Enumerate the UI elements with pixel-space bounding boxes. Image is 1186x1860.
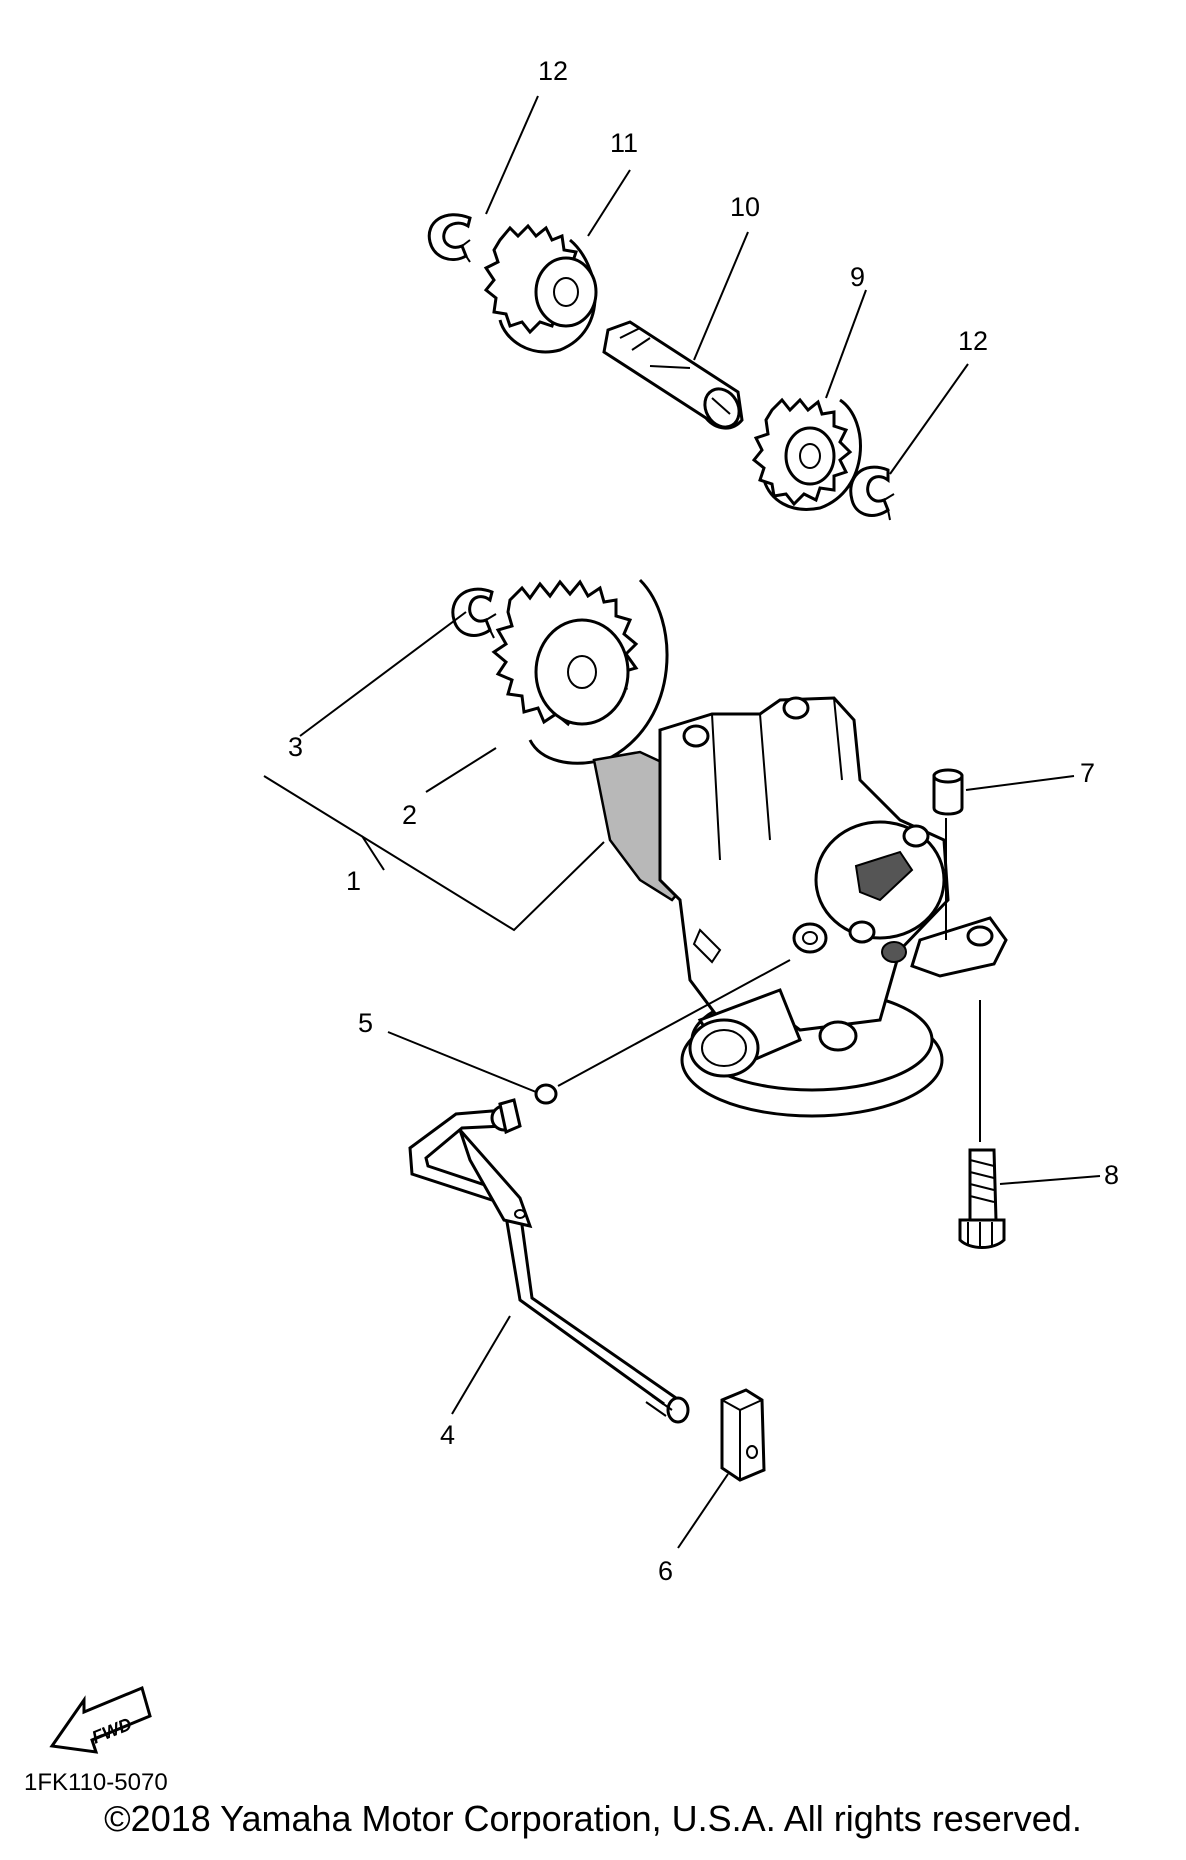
callout-7: 7 bbox=[1080, 758, 1095, 788]
callout-10: 10 bbox=[730, 192, 760, 222]
o-ring-5 bbox=[534, 1083, 558, 1105]
pipe-4 bbox=[408, 1098, 690, 1424]
leader-lines bbox=[263, 95, 1101, 1549]
gear-9 bbox=[751, 397, 862, 511]
gear-11 bbox=[483, 223, 598, 354]
shaft-10 bbox=[602, 320, 744, 430]
callout-4: 4 bbox=[440, 1420, 455, 1450]
circlip-3 bbox=[451, 587, 497, 639]
callout-8: 8 bbox=[1104, 1160, 1119, 1190]
callout-labels: 12 11 10 9 12 3 2 1 5 7 8 4 6 bbox=[288, 56, 1119, 1586]
callout-2: 2 bbox=[402, 800, 417, 830]
dowel-pin-7 bbox=[932, 768, 964, 816]
copyright-text: ©2018 Yamaha Motor Corporation, U.S.A. A… bbox=[104, 1798, 1082, 1839]
bolt-8 bbox=[958, 1148, 1006, 1249]
callout-3: 3 bbox=[288, 732, 303, 762]
fwd-arrow-icon: FWD bbox=[49, 1685, 152, 1754]
callout-9: 9 bbox=[850, 262, 865, 292]
callout-11: 11 bbox=[610, 128, 638, 158]
callout-1: 1 bbox=[346, 866, 361, 896]
callout-5: 5 bbox=[358, 1008, 373, 1038]
callout-12-top: 12 bbox=[538, 56, 568, 86]
block-6 bbox=[720, 1388, 766, 1482]
diagram-code: 1FK110-5070 bbox=[24, 1769, 168, 1796]
circlip-12-top bbox=[427, 213, 472, 263]
oil-pump-assembly-1 bbox=[592, 696, 1008, 1118]
gear-2 bbox=[491, 578, 669, 765]
circlip-12-right bbox=[849, 465, 895, 521]
callout-6: 6 bbox=[658, 1556, 673, 1586]
callout-12-right: 12 bbox=[958, 326, 988, 356]
